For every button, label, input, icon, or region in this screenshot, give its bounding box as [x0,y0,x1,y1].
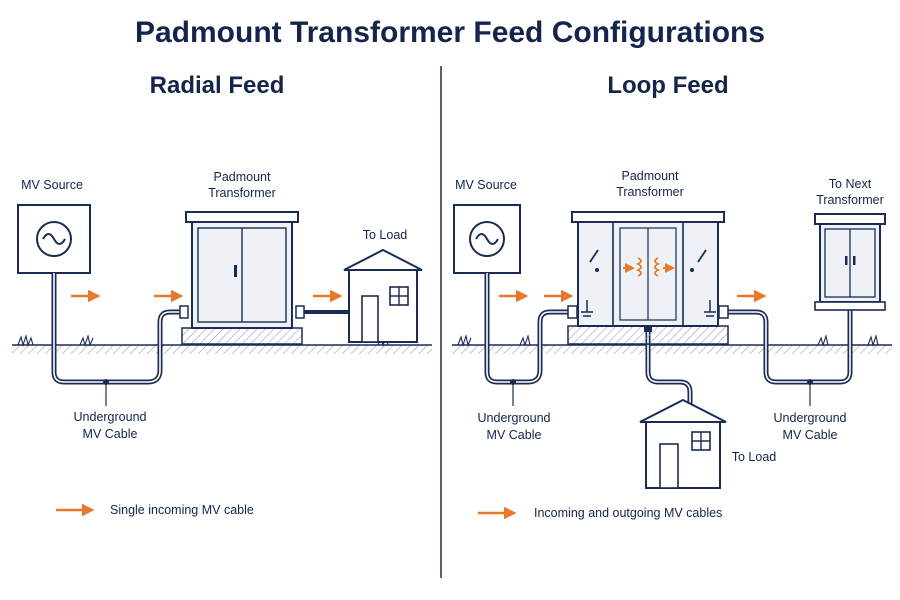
radial-panel: Radial Feed MV Source Underground MV Cab… [12,72,432,517]
radial-legend-text: Single incoming MV cable [110,503,254,517]
radial-underground-cable [51,273,186,385]
transformer-coil-icon [623,257,675,277]
radial-load-label: To Load [363,228,408,242]
next-transformer [814,213,886,311]
loop-load-house-icon [639,398,727,489]
ac-sine-icon [475,233,499,245]
loop-cable-out-label-1: Underground [774,411,847,425]
loop-next-label-1: To Next [829,177,872,191]
radial-source-label: MV Source [21,178,83,192]
loop-heading: Loop Feed [607,72,728,99]
radial-transformer-label-2: Transformer [208,186,276,200]
radial-load-house-icon [343,248,423,343]
ac-sine-icon [42,233,66,245]
radial-cable-label-1: Underground [74,410,147,424]
loop-load-label: To Load [732,450,777,464]
loop-transformer-label-2: Transformer [616,185,684,199]
loop-cable-in-label-1: Underground [478,411,551,425]
loop-ground [452,333,892,354]
radial-cable-label-2: MV Cable [83,427,138,441]
radial-heading: Radial Feed [150,72,285,99]
loop-cable-in-label-2: MV Cable [487,428,542,442]
radial-transformer-label-1: Padmount [214,170,272,184]
page-title: Padmount Transformer Feed Configurations [135,16,765,49]
radial-padmount-transformer [179,211,305,345]
loop-transformer-label-1: Padmount [622,169,680,183]
loop-incoming-cable [484,273,572,385]
loop-legend-text: Incoming and outgoing MV cables [534,506,722,520]
loop-mv-source [453,204,521,274]
loop-left-switch-icon [581,249,599,317]
loop-panel: Loop Feed MV Source Underground MV Cable [452,72,892,520]
loop-outgoing-cable [726,304,853,385]
radial-mv-source [17,204,91,274]
loop-cable-out-label-2: MV Cable [783,428,838,442]
loop-padmount-transformer [567,211,729,345]
loop-source-label: MV Source [455,178,517,192]
loop-next-label-2: Transformer [816,193,884,207]
loop-right-switch-icon [690,249,716,317]
